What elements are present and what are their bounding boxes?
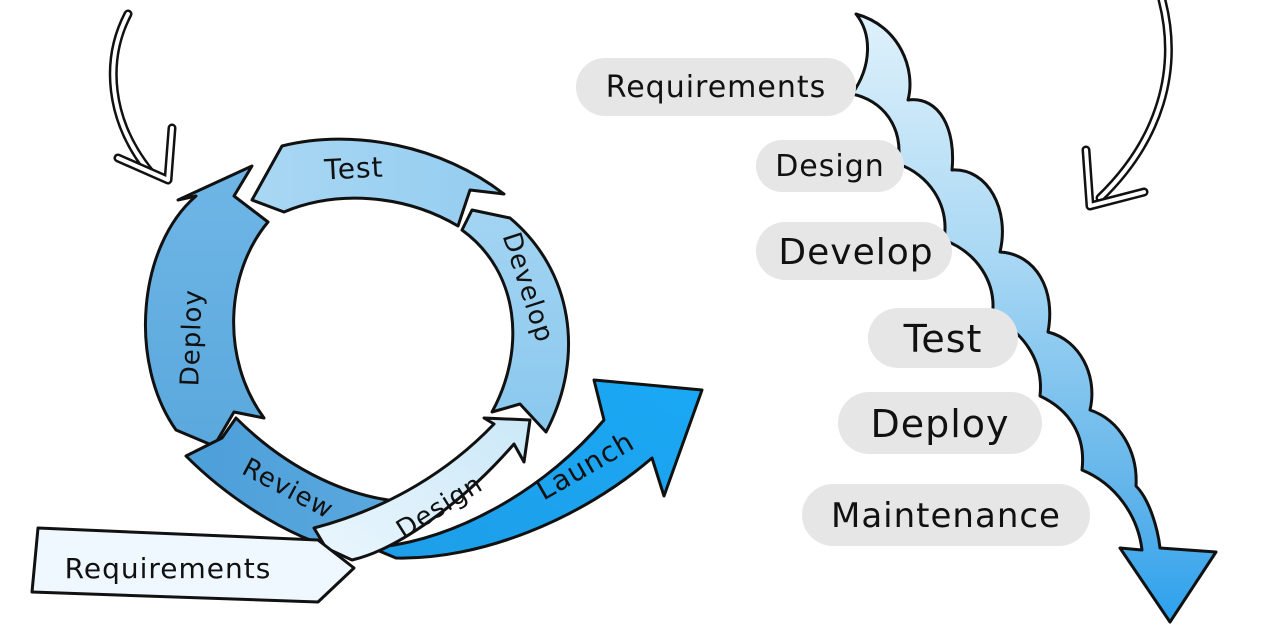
- pill-maintenance: [802, 484, 1090, 546]
- agile-label-requirements: Requirements: [65, 552, 272, 585]
- pill-deploy: [838, 392, 1042, 454]
- curved-arrow-right-icon: [1081, 0, 1173, 211]
- design-segment: [312, 416, 532, 562]
- waterfall-label-test: Test: [903, 317, 983, 361]
- pill-test: [868, 308, 1018, 368]
- requirements-arrow: [30, 526, 356, 604]
- waterfall-label-design: Design: [775, 149, 885, 184]
- agile-label-deploy: Deploy: [175, 289, 208, 387]
- waterfall-arrow: [850, 12, 1218, 624]
- waterfall-label-develop: Develop: [778, 232, 933, 273]
- pill-requirements: [576, 58, 856, 116]
- pill-design: [756, 140, 904, 192]
- develop-segment: [460, 208, 571, 434]
- waterfall-label-requirements: Requirements: [606, 70, 827, 105]
- test-segment: [250, 137, 506, 228]
- curved-arrow-left-icon: [108, 9, 177, 185]
- waterfall-label-maintenance: Maintenance: [831, 496, 1061, 536]
- waterfall-label-deploy: Deploy: [870, 402, 1009, 446]
- agile-label-test: Test: [323, 150, 385, 186]
- launch-arrow: [370, 378, 704, 560]
- pill-develop: [756, 222, 952, 280]
